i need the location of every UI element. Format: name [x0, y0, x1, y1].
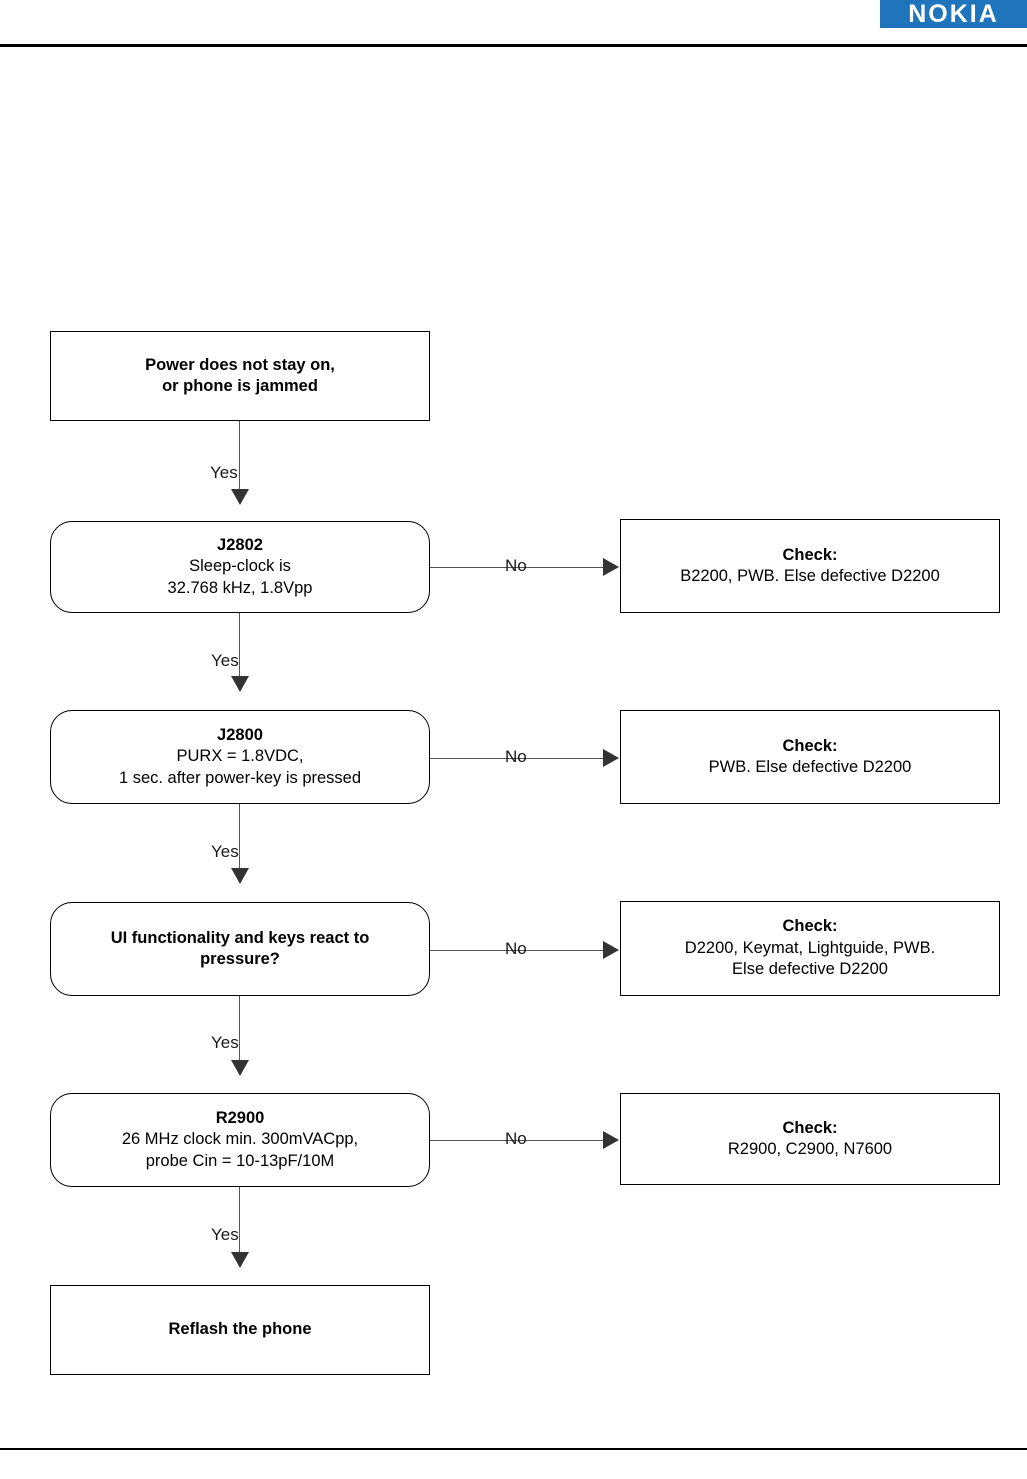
flow-node-ui-functionality: UI functionality and keys react to press… — [50, 902, 430, 996]
connector-r2900-to-reflash — [239, 1187, 240, 1255]
edge-label-yes-4: Yes — [211, 1033, 239, 1052]
edge-label-yes-1: Yes — [210, 463, 238, 482]
flow-node-check3-line1: Check: — [782, 917, 838, 936]
edge-label-yes-2: Yes — [211, 651, 239, 670]
arrowhead-ui-to-check3 — [603, 941, 619, 959]
flow-node-j2802-line2: Sleep-clock is — [189, 557, 291, 576]
flow-node-check4-line2: R2900, C2900, N7600 — [727, 1140, 893, 1158]
edge-label-no-4: No — [505, 1129, 527, 1148]
flow-node-r2900-line2: 26 MHz clock min. 300mVACpp, — [121, 1130, 359, 1149]
connector-ui-to-r2900 — [239, 996, 240, 1064]
arrowhead-ui-to-r2900 — [231, 1060, 249, 1076]
edge-label-no-2: No — [505, 747, 527, 766]
flow-node-check1: Check: B2200, PWB. Else defective D2200 — [620, 519, 1000, 613]
flow-node-check1-line1: Check: — [782, 545, 838, 564]
flow-node-start: Power does not stay on, or phone is jamm… — [50, 331, 430, 421]
flow-node-j2800: J2800 PURX = 1.8VDC, 1 sec. after power-… — [50, 710, 430, 804]
connector-j2802-to-j2800 — [239, 613, 240, 680]
flow-node-check3-line3: Else defective D2200 — [732, 960, 888, 979]
connector-start-to-j2802 — [239, 421, 240, 493]
flow-node-start-line1: Power does not stay on, — [145, 355, 335, 374]
flow-node-check3: Check: D2200, Keymat, Lightguide, PWB. E… — [620, 901, 1000, 996]
flow-node-ui-line1: UI functionality and keys react to — [110, 928, 370, 947]
edge-label-yes-3: Yes — [211, 842, 239, 861]
flow-node-check2-line1: Check: — [782, 736, 838, 755]
flow-node-j2802: J2802 Sleep-clock is 32.768 kHz, 1.8Vpp — [50, 521, 430, 613]
arrowhead-j2800-to-ui — [231, 868, 249, 884]
flow-node-check1-line2: B2200, PWB. Else defective D2200 — [680, 567, 940, 585]
arrowhead-j2802-to-check1 — [603, 558, 619, 576]
flow-node-r2900: R2900 26 MHz clock min. 300mVACpp, probe… — [50, 1093, 430, 1187]
flow-node-r2900-line3: probe Cin = 10-13pF/10M — [145, 1151, 335, 1170]
flow-node-r2900-line1: R2900 — [215, 1108, 265, 1127]
connector-ui-to-check3 — [430, 950, 606, 951]
flow-node-ui-line2: pressure? — [200, 950, 280, 968]
edge-label-no-1: No — [505, 556, 527, 575]
arrowhead-r2900-to-reflash — [231, 1252, 249, 1268]
footer-divider — [0, 1448, 1027, 1450]
flow-node-check2: Check: PWB. Else defective D2200 — [620, 710, 1000, 804]
arrowhead-j2802-to-j2800 — [231, 676, 249, 692]
flow-node-check4-line1: Check: — [782, 1118, 838, 1137]
flow-node-reflash-line1: Reflash the phone — [168, 1320, 312, 1339]
connector-j2800-to-ui — [239, 804, 240, 872]
arrowhead-start-to-j2802 — [231, 489, 249, 505]
flow-node-check3-line2: D2200, Keymat, Lightguide, PWB. — [684, 938, 936, 957]
flow-node-start-line2: or phone is jammed — [162, 377, 318, 395]
flow-node-check2-line2: PWB. Else defective D2200 — [708, 758, 912, 776]
connector-r2900-to-check4 — [430, 1140, 606, 1141]
edge-label-no-3: No — [505, 939, 527, 958]
edge-label-yes-5: Yes — [211, 1225, 239, 1244]
connector-j2802-to-check1 — [430, 567, 606, 568]
header-divider — [0, 44, 1027, 47]
flow-node-reflash: Reflash the phone — [50, 1285, 430, 1375]
flow-node-j2800-line2: PURX = 1.8VDC, — [176, 747, 304, 766]
flow-node-j2800-line3: 1 sec. after power-key is pressed — [118, 768, 362, 787]
nokia-logo: NOKIA — [880, 0, 1027, 28]
flow-node-j2800-line1: J2800 — [217, 725, 263, 744]
flow-node-j2802-line1: J2802 — [217, 535, 263, 554]
connector-j2800-to-check2 — [430, 758, 606, 759]
flow-node-check4: Check: R2900, C2900, N7600 — [620, 1093, 1000, 1185]
nokia-logo-text: NOKIA — [908, 0, 999, 28]
arrowhead-j2800-to-check2 — [603, 749, 619, 767]
flow-node-j2802-line3: 32.768 kHz, 1.8Vpp — [167, 578, 313, 597]
arrowhead-r2900-to-check4 — [603, 1131, 619, 1149]
